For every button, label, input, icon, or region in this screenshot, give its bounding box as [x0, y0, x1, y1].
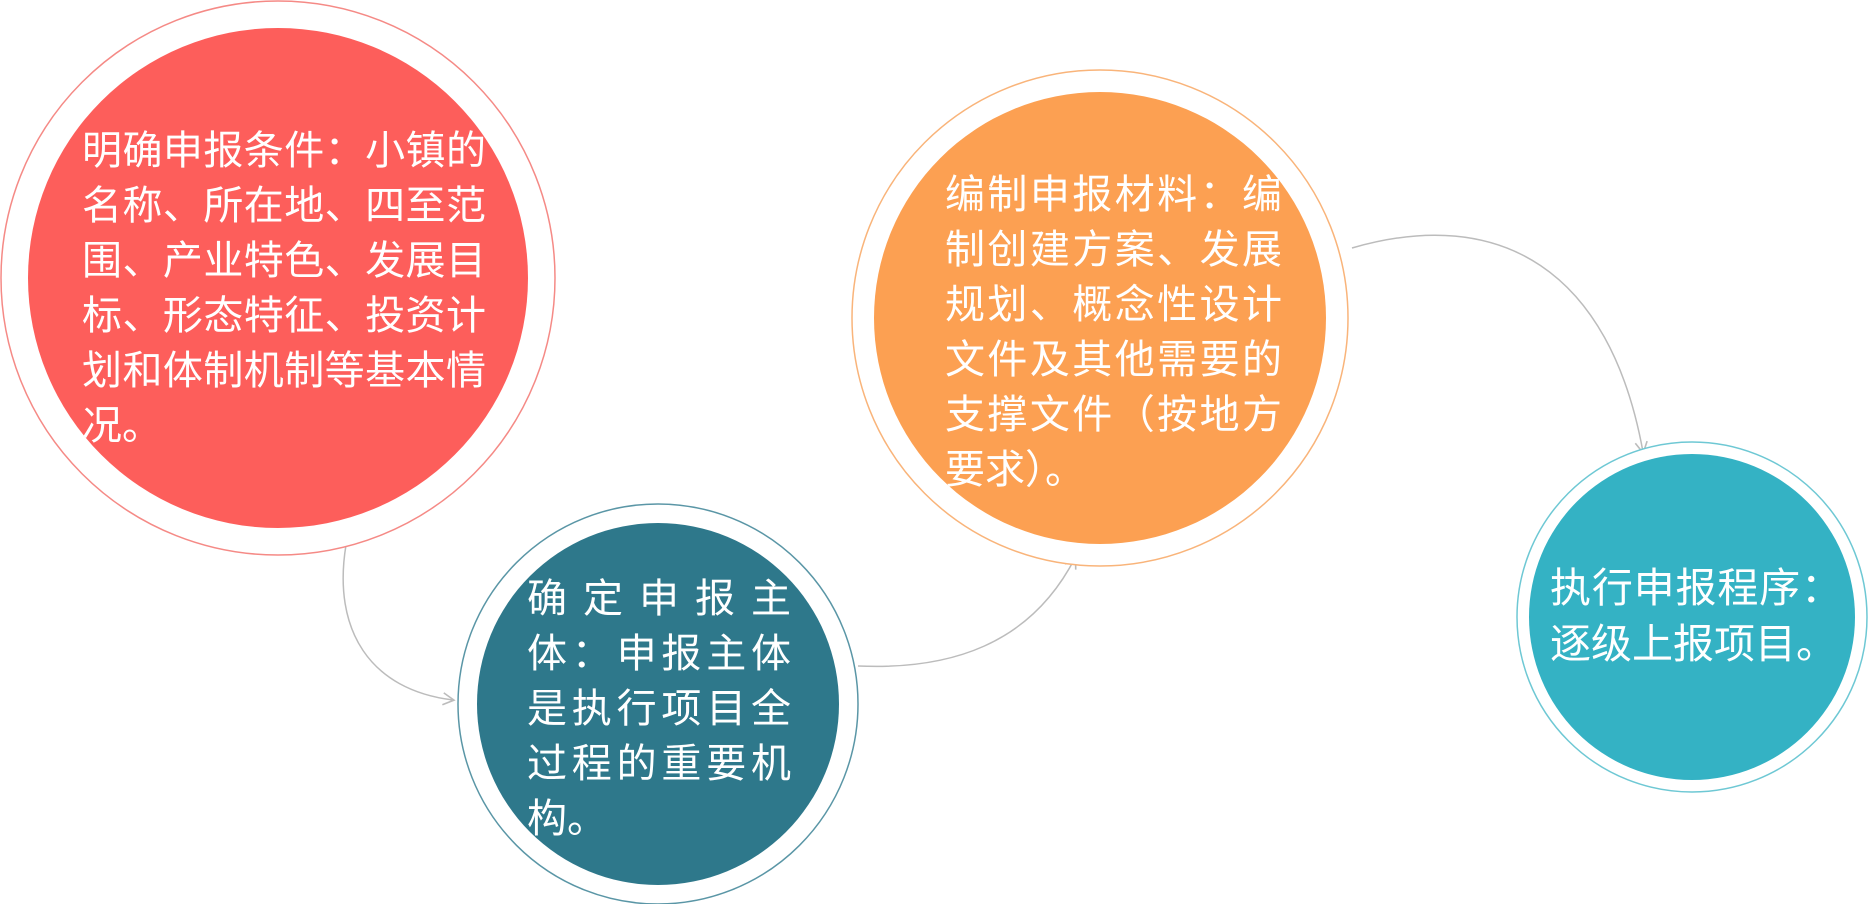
step-3-text: 编制申报材料：编制创建方案、发展规划、概念性设计文件及其他需要的支撑文件（按地方… [945, 172, 1282, 493]
step-4-circle[interactable] [1529, 454, 1855, 780]
connector-arrow-2-to-3 [857, 555, 1077, 668]
connector-arrow-3-to-4 [1351, 234, 1648, 455]
step-2-text: 确定申报主体：申报主体是执行项目全过程的重要机构。 [527, 576, 791, 842]
step-1-circle[interactable] [28, 28, 528, 528]
step-3-circle[interactable] [874, 92, 1326, 544]
step-4-text: 执行申报程序：逐级上报项目。 [1550, 564, 1842, 668]
step-1-text: 明确申报条件：小镇的名称、所在地、四至范围、产业特色、发展目标、形态特征、投资计… [82, 128, 486, 449]
connector-arrow-1-to-2 [342, 544, 456, 706]
step-2-circle[interactable] [477, 523, 839, 885]
